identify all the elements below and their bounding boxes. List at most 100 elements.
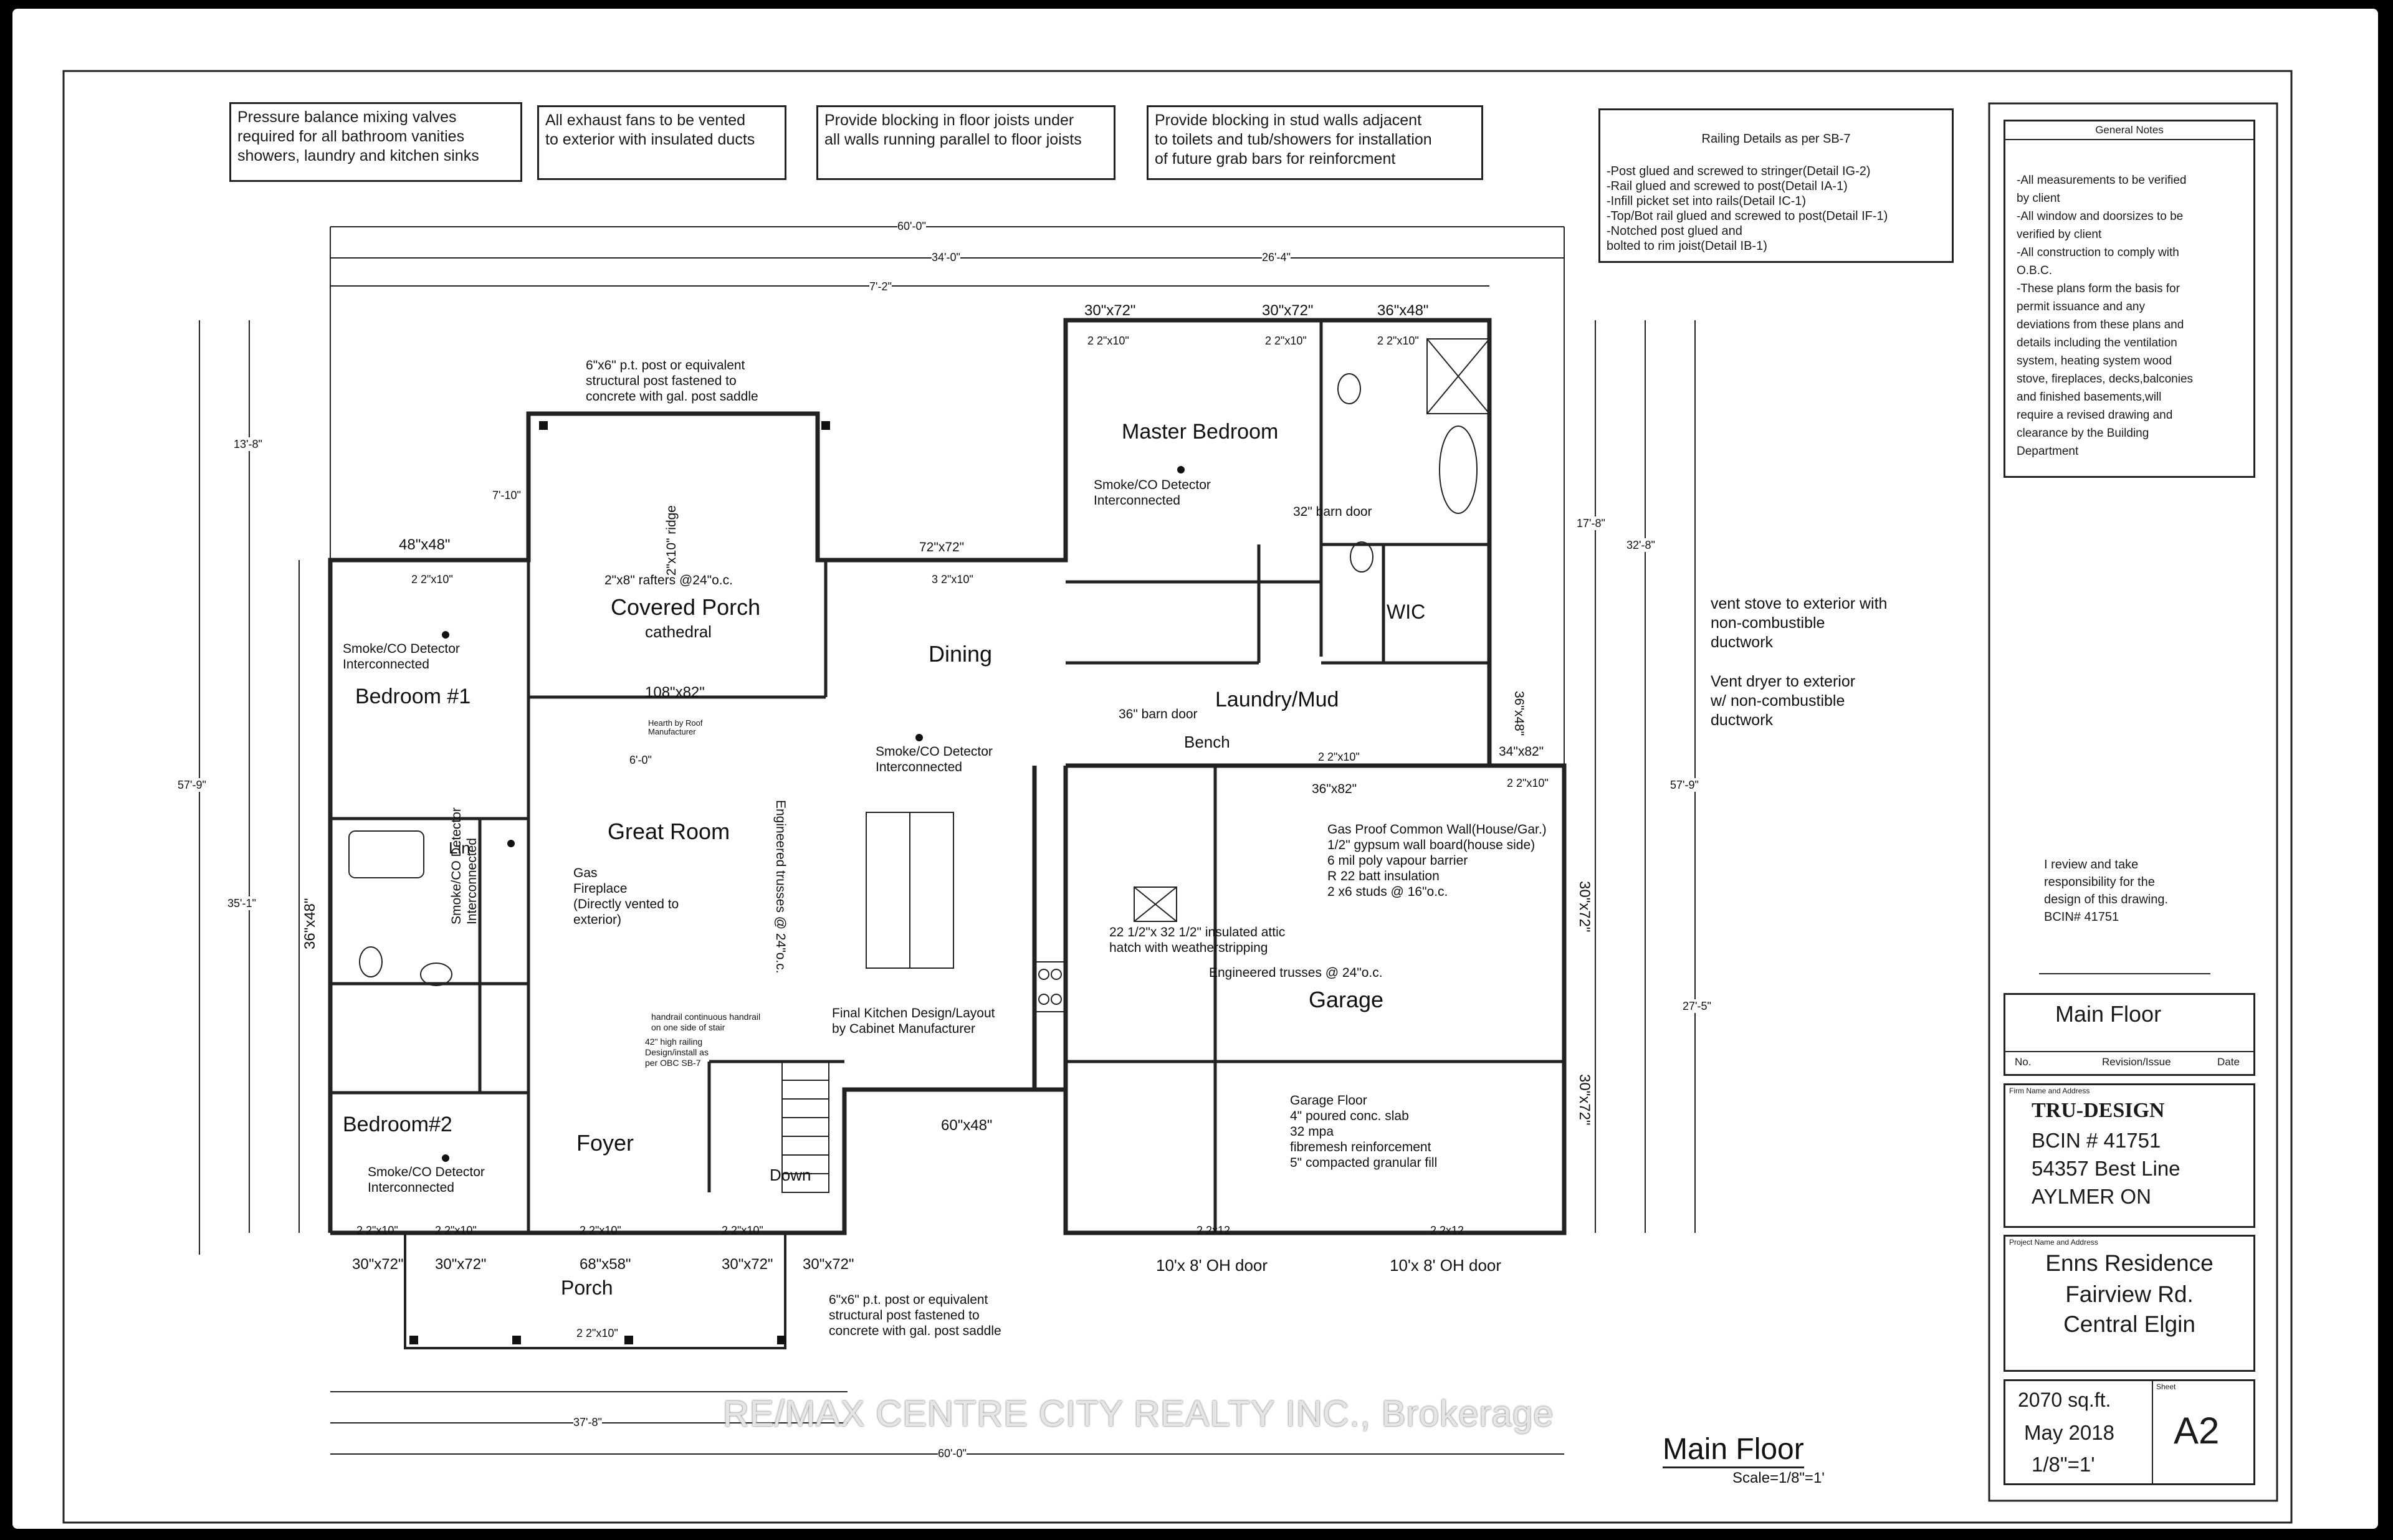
sheet-caption: Sheet	[2156, 1382, 2176, 1391]
window-36x48-left: 36"x48"	[302, 898, 318, 949]
drawing-title: Main Floor	[1663, 1432, 1804, 1468]
header-label: 2 2"x10"	[580, 1224, 621, 1237]
room-bedroom-1: Bedroom #1	[355, 685, 471, 708]
window-36x48-top: 36"x48"	[1377, 302, 1429, 319]
project-name: Enns Residence	[2045, 1250, 2214, 1276]
railing-lines: -Post glued and screwed to stringer(Deta…	[1607, 164, 1888, 253]
smoke-detector-master: Smoke/CO Detector Interconnected	[1094, 478, 1211, 508]
review-statement: I review and take responsibility for the…	[2044, 858, 2169, 924]
window-48x48: 48"x48"	[399, 536, 451, 553]
note-vent-dryer: Vent dryer to exterior w/ non-combustibl…	[1711, 673, 1856, 729]
window-108x82: 108"x82"	[645, 684, 705, 701]
annotation-kitchen: Final Kitchen Design/Layout by Cabinet M…	[832, 1006, 995, 1036]
room-wic: WIC	[1387, 601, 1426, 623]
scale-text: 1/8"=1'	[2032, 1453, 2095, 1476]
header-label: 2 2x12	[1430, 1224, 1464, 1237]
window-30x72-bottom4: 30"x72"	[803, 1256, 854, 1273]
firm-block: Firm Name and Address TRU-DESIGN BCIN # …	[2004, 1083, 2255, 1228]
project-town: Central Elgin	[2063, 1311, 2195, 1337]
window-30x72-top2: 30"x72"	[1262, 302, 1314, 319]
note-pressure-valves: Pressure balance mixing valves required …	[229, 102, 522, 182]
window-34x82: 34"x82"	[1499, 744, 1544, 759]
header-label: 2 2"x10"	[1377, 335, 1419, 347]
window-68x58: 68"x58"	[580, 1256, 631, 1273]
smoke-detector-hall: Smoke/CO Detector Interconnected	[449, 807, 479, 924]
header-label: 2 2x12	[1196, 1224, 1231, 1237]
annotation-attic-hatch: 22 1/2"x 32 1/2" insulated attic hatch w…	[1109, 925, 1286, 955]
firm-caption: Firm Name and Address	[2009, 1086, 2090, 1095]
window-30x72-bottom3: 30"x72"	[722, 1256, 773, 1273]
header-label: 2 2"x10"	[356, 1224, 398, 1237]
room-cathedral: cathedral	[645, 622, 712, 641]
general-notes-box: General Notes -All measurements to be ve…	[2004, 120, 2255, 478]
window-30x72-garage1: 30"x72"	[1576, 881, 1593, 933]
annotation-barn-door-master: 32" barn door	[1293, 505, 1372, 519]
smoke-detector-bedroom2: Smoke/CO Detector Interconnected	[368, 1165, 485, 1195]
dimension-label: 17'-8"	[1577, 516, 1605, 530]
stair-down-label: Down	[770, 1166, 811, 1184]
sheet-block: 2070 sq.ft. May 2018 1/8"=1' Sheet A2	[2004, 1379, 2255, 1485]
firm-name: TRU-DESIGN	[2032, 1099, 2165, 1122]
annotation-rafters: 2"x8" rafters @24"o.c.	[604, 573, 733, 587]
dimension-label: 60'-0"	[897, 219, 926, 233]
header-label: 2 2"x10"	[411, 573, 453, 586]
dimension-label: 27'-5"	[1683, 999, 1711, 1013]
annotation-rail-guard: 42" high railing Design/install as per O…	[645, 1037, 709, 1068]
area-text: 2070 sq.ft.	[2018, 1389, 2111, 1411]
room-bedroom-2: Bedroom#2	[343, 1113, 452, 1136]
window-72x72-dining: 72"x72"	[919, 540, 965, 554]
dimension-label: 7'-10"	[492, 488, 521, 502]
revision-block: Main Floor No. Revision/Issue Date	[2004, 993, 2255, 1076]
dimension-label: 7'-2"	[869, 280, 892, 293]
project-caption: Project Name and Address	[2009, 1238, 2098, 1247]
drawing-scale: Scale=1/8"=1'	[1732, 1470, 1825, 1486]
window-36x48-right: 36"x48"	[1512, 691, 1526, 736]
header-label: 2 2"x10"	[1507, 777, 1549, 789]
dimension-label: 26'-4"	[1262, 250, 1291, 264]
sheet-number: A2	[2174, 1410, 2220, 1452]
window-30x72-bottom1: 30"x72"	[352, 1256, 404, 1273]
room-great-room: Great Room	[608, 819, 730, 844]
dimension-label: 6'-0"	[629, 753, 652, 767]
annotation-ridge: 2"x10" ridge	[664, 505, 679, 576]
note-stud-walls: Provide blocking in stud walls adjacent …	[1147, 105, 1483, 180]
drawing-sheet: Pressure balance mixing valves required …	[12, 9, 2378, 1529]
note-vent-stove: vent stove to exterior with non-combusti…	[1711, 595, 1888, 651]
smoke-detector-bedroom1: Smoke/CO Detector Interconnected	[343, 642, 460, 672]
revision-col-issue: Revision/Issue	[2102, 1056, 2171, 1068]
header-label: 3 2"x10"	[932, 573, 973, 586]
room-master-bedroom: Master Bedroom	[1122, 420, 1279, 444]
room-bench: Bench	[1184, 733, 1230, 751]
window-30x72-garage2: 30"x72"	[1576, 1074, 1593, 1126]
annotation-garage-floor: Garage Floor 4" poured conc. slab 32 mpa…	[1290, 1093, 1438, 1170]
revision-col-no: No.	[2015, 1056, 2032, 1068]
general-notes-title: General Notes	[2005, 124, 2253, 140]
general-notes-body: -All measurements to be verified by clie…	[2017, 174, 2194, 458]
dimension-label: 60'-0"	[938, 1447, 967, 1460]
header-label: 2 2"x10"	[1318, 751, 1360, 763]
dimension-label: 13'-8"	[234, 437, 262, 451]
annotation-trusses-vertical: Engineered trusses @ 24"o.c.	[773, 800, 788, 974]
note-railing-details: Railing Details as per SB-7 -Post glued …	[1598, 108, 1954, 263]
annotation-post-top: 6"x6" p.t. post or equivalent structural…	[586, 358, 758, 404]
annotation-barn-door-laundry: 36" barn door	[1119, 707, 1198, 721]
header-label: 2 2"x10"	[1087, 335, 1129, 347]
annotation-post-bottom: 6"x6" p.t. post or equivalent structural…	[829, 1293, 1001, 1338]
dimension-label: 57'-9"	[178, 778, 206, 792]
dimension-label: 37'-8"	[573, 1415, 602, 1429]
project-block: Project Name and Address Enns Residence …	[2004, 1235, 2255, 1372]
annotation-trusses-garage: Engineered trusses @ 24"o.c.	[1209, 966, 1383, 980]
room-covered-porch: Covered Porch	[611, 594, 761, 620]
window-60x48: 60"x48"	[941, 1117, 993, 1134]
annotation-oh-door-left: 10'x 8' OH door	[1156, 1256, 1268, 1275]
annotation-oh-door-right: 10'x 8' OH door	[1390, 1256, 1502, 1275]
sheet-divider	[2152, 1381, 2153, 1483]
railing-title: Railing Details as per SB-7	[1701, 132, 1851, 146]
note-exhaust-fans: All exhaust fans to be vented to exterio…	[537, 105, 786, 180]
dimension-label: 35'-1"	[227, 896, 256, 910]
header-label: 2 2"x10"	[1265, 335, 1307, 347]
header-label: 2 2"x10"	[435, 1224, 477, 1237]
header-label: 2 2"x10"	[576, 1327, 618, 1339]
firm-address-line1: 54357 Best Line	[2032, 1157, 2180, 1180]
